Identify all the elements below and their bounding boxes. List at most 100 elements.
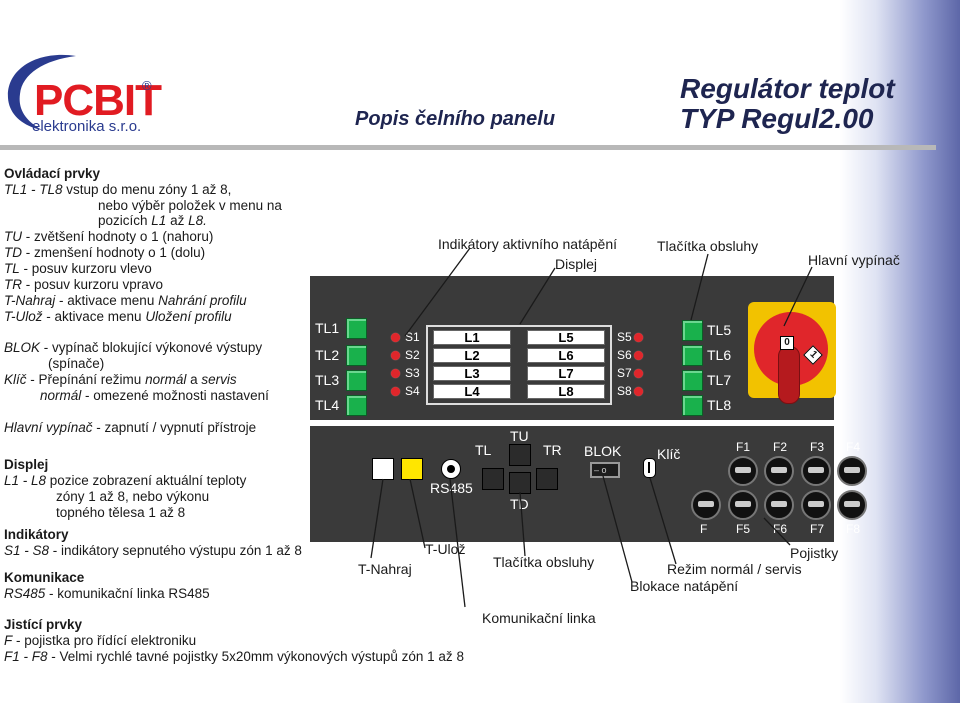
- legend-f-key: F: [4, 633, 13, 648]
- legend-klic-text: - Přepínání režimu: [26, 372, 146, 387]
- legend-td: TD - zmenšení hodnoty o 1 (dolu): [4, 245, 205, 261]
- legend-f18-key: F1 - F8: [4, 649, 48, 664]
- legend-f18-text: - Velmi rychlé tavné pojistky 5x20mm výk…: [47, 649, 464, 664]
- annotation-hlavni: Hlavní vypínač: [808, 252, 900, 268]
- displej-heading: Displej: [4, 457, 49, 472]
- fuse-f8[interactable]: [837, 490, 867, 520]
- label-f6: F6: [773, 522, 788, 536]
- fuse-f3[interactable]: [801, 456, 831, 486]
- legend-td-text: - zmenšení hodnoty o 1 (dolu): [22, 245, 206, 260]
- button-tu[interactable]: [509, 444, 531, 466]
- label-f7: F7: [810, 522, 825, 536]
- legend-klic-l2b: - omezené možnosti nastavení: [81, 388, 269, 403]
- legend-disp-line3: topného tělesa 1 až 8: [56, 505, 186, 520]
- kom-heading: Komunikace: [4, 570, 85, 585]
- legend-klic: Klíč - Přepínání režimu normál a servis: [4, 372, 237, 388]
- legend-blok-key: BLOK: [4, 340, 41, 355]
- annotation-displej: Displej: [555, 256, 598, 272]
- company-logo: PCBIT ® elektronika s.r.o.: [6, 50, 162, 135]
- display-l5: L5: [527, 330, 605, 345]
- annotation-t-nahraj: T-Nahraj: [358, 561, 412, 577]
- button-tr[interactable]: [536, 468, 558, 490]
- legend-f: F - pojistka pro řídící elektroniku: [4, 633, 196, 649]
- title-line-1: Regulátor teplot: [680, 73, 895, 104]
- annotation-komunikacni: Komunikační linka: [482, 610, 596, 626]
- legend-klic-text2: normál: [145, 372, 187, 387]
- label-tl4: TL4: [315, 397, 340, 413]
- fuse-f1[interactable]: [728, 456, 758, 486]
- led-s1: [391, 333, 400, 342]
- switch-off-label: 0: [780, 336, 794, 350]
- legend-tu2-text2: Uložení profilu: [145, 309, 232, 324]
- led-s3: [391, 369, 400, 378]
- legend-tu2-text: - aktivace menu: [42, 309, 146, 324]
- label-f8: F8: [846, 522, 861, 536]
- button-tl8[interactable]: [682, 395, 703, 416]
- legend-f18: F1 - F8 - Velmi rychlé tavné pojistky 5x…: [4, 649, 464, 665]
- legend-ind: S1 - S8 - indikátory sepnutého výstupu z…: [4, 543, 302, 559]
- legend-tn-text2: Nahrání profilu: [158, 293, 247, 308]
- label-tu: TU: [510, 428, 529, 444]
- legend-kom-key: RS485: [4, 586, 46, 601]
- label-tr: TR: [543, 442, 562, 458]
- legend-tl-key: TL1 - TL8: [4, 182, 63, 197]
- header-divider: [0, 145, 936, 150]
- legend-disp: L1 - L8 pozice zobrazení aktuální teplot…: [4, 473, 246, 489]
- logo-brand-text: PCBIT: [34, 76, 162, 125]
- legend-tl-line1: TL1 - TL8 vstup do menu zóny 1 až 8,: [4, 182, 231, 198]
- legend-tl-line2: nebo výběr položek v menu na: [98, 198, 282, 213]
- fuse-f5[interactable]: [728, 490, 758, 520]
- label-tl1: TL1: [315, 320, 340, 336]
- label-tl5: TL5: [707, 322, 732, 338]
- led-s4: [391, 387, 400, 396]
- legend-tl-l3a: pozicích: [98, 213, 152, 228]
- fuse-f7[interactable]: [801, 490, 831, 520]
- label-s1: S1: [405, 330, 420, 344]
- button-tl7[interactable]: [682, 370, 703, 391]
- button-tl4[interactable]: [346, 395, 367, 416]
- fuse-f6[interactable]: [764, 490, 794, 520]
- legend-tnahraj: T-Nahraj - aktivace menu Nahrání profilu: [4, 293, 247, 309]
- label-tl: TL: [475, 442, 492, 458]
- button-tl1[interactable]: [346, 318, 367, 339]
- annotation-t-uloz: T-Ulož: [425, 541, 466, 557]
- label-f4: F4: [846, 440, 861, 454]
- side-gradient-bar: [840, 0, 960, 703]
- button-tl5[interactable]: [682, 320, 703, 341]
- blok-switch[interactable]: – o: [590, 462, 620, 478]
- annotation-indikatory: Indikátory aktivního natápění: [438, 236, 618, 252]
- legend-tu-text: - zvětšení hodnoty o 1 (nahoru): [22, 229, 214, 244]
- fuse-f4[interactable]: [837, 456, 867, 486]
- annotation-tlacitka-bottom: Tlačítka obsluhy: [493, 554, 595, 570]
- rs485-connector[interactable]: [441, 459, 461, 479]
- label-tl3: TL3: [315, 372, 340, 388]
- annotation-blokace: Blokace natápění: [630, 578, 739, 594]
- legend-tl-l3b: L1: [151, 213, 167, 228]
- label-f1: F1: [736, 440, 751, 454]
- label-td: TD: [510, 496, 529, 512]
- fuse-f2[interactable]: [764, 456, 794, 486]
- legend-tl-l3c: až: [166, 213, 189, 228]
- button-tl[interactable]: [482, 468, 504, 490]
- fuse-f[interactable]: [691, 490, 721, 520]
- legend-tu2-key: T-Ulož: [4, 309, 43, 324]
- label-s7: S7: [617, 366, 632, 380]
- legend-kom: RS485 - komunikační linka RS485: [4, 586, 210, 602]
- display-l3: L3: [433, 366, 511, 381]
- key-switch[interactable]: [643, 458, 656, 478]
- legend-hv-text: - zapnutí / vypnutí přístroje: [92, 420, 257, 435]
- label-blok: BLOK: [584, 443, 622, 459]
- legend-tr-text: - posuv kurzoru vpravo: [22, 277, 164, 292]
- legend-tuloz: T-Ulož - aktivace menu Uložení profilu: [4, 309, 232, 325]
- main-switch[interactable]: 0 1: [748, 298, 844, 404]
- logo-swoosh-icon: [7, 54, 76, 130]
- button-t-uloz[interactable]: [401, 458, 423, 480]
- led-s6: [634, 351, 643, 360]
- legend-tr: TR - posuv kurzoru vpravo: [4, 277, 163, 293]
- button-tl3[interactable]: [346, 370, 367, 391]
- legend-ind-key: S1 - S8: [4, 543, 50, 558]
- label-f5: F5: [736, 522, 751, 536]
- button-tl2[interactable]: [346, 345, 367, 366]
- logo-subtitle: elektronika s.r.o.: [32, 118, 142, 135]
- button-tl6[interactable]: [682, 345, 703, 366]
